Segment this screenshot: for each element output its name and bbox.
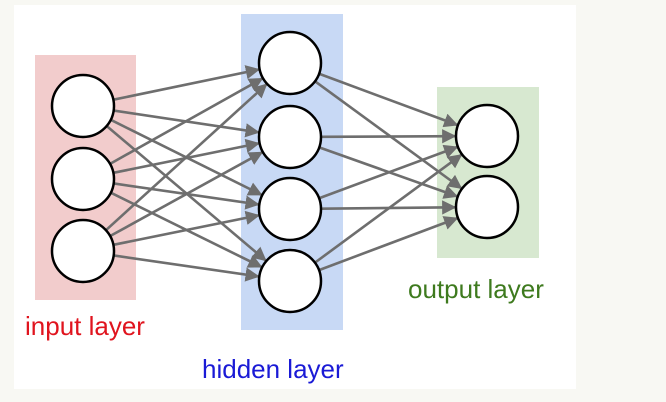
output-node-2 [454, 174, 520, 240]
edge-hidden3-to-output1 [318, 144, 459, 200]
output-layer-label: output layer [408, 274, 544, 304]
input-node-2 [50, 146, 116, 212]
edge-input2-to-hidden1 [109, 77, 264, 165]
hidden-node-4 [257, 248, 323, 314]
edge-input3-to-hidden1 [105, 83, 268, 232]
input-node-3 [50, 218, 116, 284]
edge-hidden1-to-output1 [318, 72, 459, 128]
edge-hidden4-to-output1 [314, 153, 463, 264]
edge-hidden2-to-output1 [320, 129, 457, 144]
edge-input3-to-hidden3 [113, 210, 261, 247]
input-layer-label: input layer [25, 311, 145, 341]
edge-hidden4-to-output2 [318, 216, 459, 272]
hidden-node-3 [257, 176, 323, 242]
hidden-node-1 [257, 30, 323, 96]
input-node-1 [50, 73, 116, 139]
hidden-node-2 [257, 104, 323, 170]
edge-input3-to-hidden2 [109, 151, 264, 238]
edge-input1-to-hidden1 [113, 65, 261, 101]
hidden-layer-label: hidden layer [202, 354, 344, 384]
output-node-1 [454, 103, 520, 169]
edge-input3-to-hidden4 [113, 254, 260, 282]
edge-hidden1-to-output2 [314, 80, 463, 190]
